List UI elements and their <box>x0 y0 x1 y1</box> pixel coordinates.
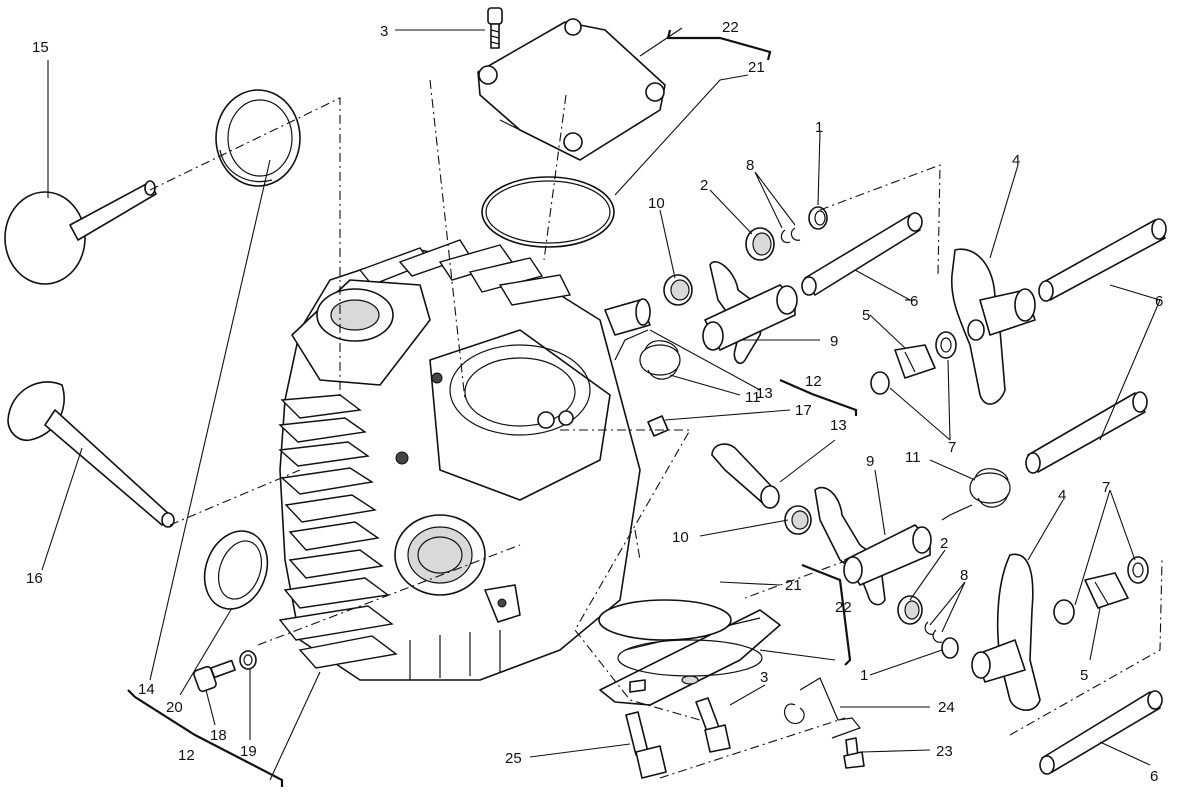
callout-2-bottom: 2 <box>940 535 948 552</box>
head-cover-top <box>477 18 666 161</box>
head-cover-bottom <box>599 609 781 706</box>
callout-labels: 3 22 21 15 1 8 2 4 10 6 6 5 9 11 13 12 1… <box>26 19 1163 785</box>
callout-8-top: 8 <box>746 157 754 174</box>
callout-13-top: 13 <box>756 385 773 402</box>
callout-22-top: 22 <box>722 19 739 36</box>
washer-7-set <box>870 331 1149 625</box>
rocker-arm-9-top <box>702 261 798 365</box>
cylinder-head <box>278 239 641 681</box>
spring-11-bottom <box>941 468 1011 521</box>
spring-2-top <box>745 227 775 261</box>
callout-12-bottom: 12 <box>178 747 195 764</box>
spring-11-top <box>614 329 681 380</box>
callout-1-bottom: 1 <box>860 667 868 684</box>
group-brackets <box>127 29 858 787</box>
bushing-1-bottom <box>941 637 959 659</box>
callout-10-top: 10 <box>648 195 665 212</box>
callout-22-bottom: 22 <box>835 599 852 616</box>
rocker-shaft-right-bottom <box>1039 690 1163 775</box>
washer-19 <box>239 650 257 670</box>
screw-25 <box>625 711 667 779</box>
screw-18 <box>193 659 236 693</box>
callout-4-bottom: 4 <box>1058 487 1066 504</box>
tappet-13-top <box>604 298 651 336</box>
fork-5-top <box>894 344 936 379</box>
rocker-shaft-right-top <box>1038 218 1167 302</box>
callout-17: 17 <box>795 402 812 419</box>
callout-19: 19 <box>240 743 257 760</box>
callout-15: 15 <box>32 39 49 56</box>
assembly-guide-lines <box>149 79 1163 779</box>
clip-8-bottom <box>924 621 943 643</box>
callout-2-top: 2 <box>700 177 708 194</box>
callout-3-top: 3 <box>380 23 388 40</box>
fork-5-bottom <box>1084 572 1129 609</box>
callout-1-top: 1 <box>815 119 823 136</box>
callout-24: 24 <box>938 699 955 716</box>
callout-10-mid: 10 <box>672 529 689 546</box>
callout-12-mid: 12 <box>805 373 822 390</box>
callout-8-bottom: 8 <box>960 567 968 584</box>
callout-4-top: 4 <box>1012 152 1020 169</box>
callout-6-bottom: 6 <box>1150 768 1158 785</box>
rocker-arm-4-top <box>950 248 1036 405</box>
callout-9-top: 9 <box>830 333 838 350</box>
callout-21-top: 21 <box>748 59 765 76</box>
screw-top <box>487 7 503 49</box>
rocker-shaft-upper <box>801 212 923 296</box>
callout-25: 25 <box>505 750 522 767</box>
bushing-1-top <box>808 206 828 230</box>
cover-gasket-oring-top <box>481 176 615 248</box>
spring-2-bottom <box>897 595 923 625</box>
callout-20: 20 <box>166 699 183 716</box>
valve-guide-20 <box>203 530 269 610</box>
callout-6-top: 6 <box>910 293 918 310</box>
callout-7-top: 7 <box>948 439 956 456</box>
plug-17 <box>647 415 669 437</box>
callout-16: 16 <box>26 570 43 587</box>
rocker-arm-9-bottom <box>814 486 932 606</box>
screw-23 <box>843 737 865 769</box>
callout-3-bottom: 3 <box>760 669 768 686</box>
callout-5-top: 5 <box>862 307 870 324</box>
spring-10-top <box>663 274 693 306</box>
callout-23: 23 <box>936 743 953 760</box>
valve-exhaust-16 <box>7 381 175 528</box>
callout-14: 14 <box>138 681 155 698</box>
spring-10-bottom <box>784 505 812 535</box>
screw-bottom-3 <box>695 697 731 753</box>
callout-13-mid: 13 <box>830 417 847 434</box>
valve-intake-15 <box>4 180 157 285</box>
callout-21-bottom: 21 <box>785 577 802 594</box>
callout-11-top: 11 <box>745 389 761 406</box>
leader-lines <box>41 27 1161 781</box>
spring-clip-24 <box>783 677 861 739</box>
callout-6-right: 6 <box>1155 293 1163 310</box>
rocker-shaft-right-mid <box>1025 391 1148 474</box>
tappet-13-bottom <box>711 443 780 509</box>
callout-9-mid: 9 <box>866 453 874 470</box>
callout-18: 18 <box>210 727 227 744</box>
cover-gasket-oring-bottom <box>598 599 732 641</box>
callout-5-bottom: 5 <box>1080 667 1088 684</box>
callout-11-mid: 11 <box>905 449 921 466</box>
callout-7-bottom: 7 <box>1102 479 1110 496</box>
clip-8-top <box>780 227 801 244</box>
rocker-arm-4-bottom <box>971 553 1041 711</box>
